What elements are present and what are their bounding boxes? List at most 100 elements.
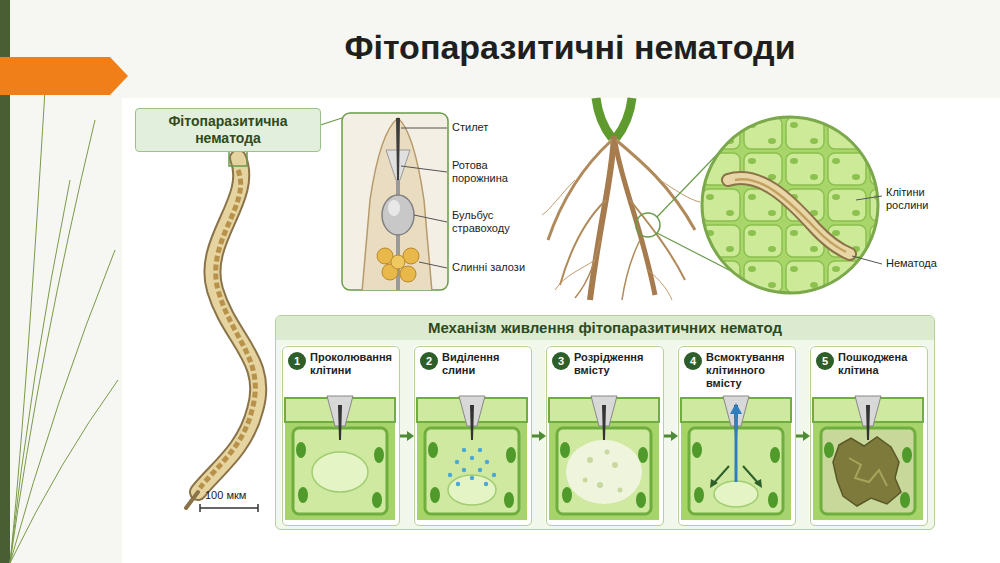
head-inset-part-part: [391, 255, 405, 269]
slide-decoration-part: [122, 98, 1000, 563]
cell-step-1-part: [338, 405, 342, 440]
nematode-body-part: [198, 158, 258, 492]
zoom-circle: [702, 117, 882, 293]
cell-step-2-part: [430, 487, 440, 503]
head-inset-part-part: [362, 118, 432, 290]
mechanism-panel-ground: [275, 315, 935, 530]
scale-bar-part: [200, 507, 258, 509]
scale-bar-part: [257, 504, 259, 512]
cell-step-2-part: [455, 460, 459, 464]
cell-step-5-part: [824, 442, 834, 458]
plant-roots-part: [616, 98, 632, 138]
mechanism-panel: Механізм живлення фітопаразитичних немат…: [275, 315, 935, 530]
scale-bar-part: [199, 504, 201, 512]
cell-step-3-part: [557, 428, 651, 514]
cell-step-5-part: [900, 492, 910, 508]
step-number: 3: [552, 352, 570, 370]
zoom-circle-part: [728, 178, 850, 254]
step-box: 3Розрідження вмісту: [546, 346, 664, 526]
cell-step-5-part: [902, 447, 912, 463]
step-number: 5: [816, 352, 834, 370]
step-box: 5Пошкоджена клітина: [810, 346, 928, 526]
cell-step-4-part: [743, 466, 759, 484]
cell-step-2-part: [492, 473, 496, 477]
cell-step-2: [417, 396, 527, 520]
step-label: Пошкоджена клітина: [838, 351, 924, 377]
head-inset-part: [419, 262, 447, 268]
cell-step-3-part: [636, 492, 646, 508]
tag-text: Фітопаразитична нематода: [144, 113, 312, 147]
step-number: 1: [288, 352, 306, 370]
zoom-label: Нематода: [886, 257, 960, 270]
scale-label: 100 мкм: [205, 489, 275, 502]
cell-step-2-part: [470, 456, 474, 460]
cell-step-3-part: [583, 478, 588, 483]
step-label: Всмоктування клітинного вмісту: [706, 351, 792, 391]
part-label: Слинні залози: [452, 261, 542, 274]
cell-step-2-part: [470, 405, 474, 440]
cell-step-4-part: [754, 479, 762, 488]
cell-step-2-part: [417, 398, 527, 520]
zoom-circle-part: [702, 117, 878, 293]
plant-roots-part: [596, 98, 612, 138]
flow-arrow: [532, 431, 546, 441]
cell-step-5-part: [813, 398, 923, 520]
head-inset: [342, 113, 448, 292]
panel-heading: Механізм живлення фітопаразитичних немат…: [276, 316, 934, 340]
step-box: 2Виділення слини: [414, 346, 532, 526]
cell-step-2-part: [485, 460, 489, 464]
zoom-circle-part: [852, 256, 882, 264]
cell-step-4-part: [694, 487, 704, 503]
cell-step-1-part: [312, 452, 368, 492]
slide-decoration-part: [10, 380, 118, 563]
cell-step-2-part: [462, 448, 466, 452]
head-inset-part: [401, 128, 447, 129]
zoom-circle-part: [702, 117, 878, 293]
flow-arrow: [400, 431, 414, 441]
cell-step-2-part: [448, 473, 452, 477]
part-label: Бульбус стравоходу: [452, 209, 542, 235]
cell-step-2-part: [425, 428, 519, 514]
cell-step-3-part: [602, 405, 606, 440]
plant-roots-part: [648, 270, 672, 300]
cell-step-1-part: [372, 492, 382, 508]
cell-step-3-part: [587, 457, 593, 463]
part-label: Стилет: [452, 121, 542, 134]
mechanism-panel-ground-part: [413, 345, 531, 525]
zoom-circle-part: [856, 196, 882, 200]
cell-step-5-part: [849, 458, 887, 486]
head-inset-part-part: [400, 266, 416, 282]
part-label: Ротова порожнина: [452, 159, 542, 185]
zoom-label: Клітини рослини: [886, 186, 960, 212]
cell-step-2-part: [478, 468, 482, 472]
plant-roots-part: [622, 240, 640, 300]
slide-decoration-part: [10, 90, 45, 563]
mechanism-panel-ground-part: [545, 345, 663, 525]
head-inset-part-part: [396, 118, 400, 180]
cell-step-3-part: [549, 398, 659, 520]
arrow-head: [671, 431, 678, 441]
cell-step-2-part: [478, 448, 482, 452]
cell-step-1-part: [374, 447, 384, 463]
zoom-circle-part-part: [728, 178, 850, 254]
cell-step-4-part: [713, 466, 729, 484]
cell-step-1-part: [298, 487, 308, 503]
nematode-body-part: [186, 492, 198, 508]
slide-decoration-part: [10, 120, 95, 563]
head-inset-part: [362, 118, 432, 290]
cell-step-1: [285, 396, 395, 520]
cell-step-5-part: [833, 437, 901, 506]
flow-arrow: [664, 431, 678, 441]
mechanism-panel-ground-part: [281, 345, 399, 525]
cell-step-4-part: [681, 398, 791, 520]
plant-roots-part: [542, 180, 575, 215]
step-label: Розрідження вмісту: [574, 351, 660, 377]
scale-bar: [200, 504, 258, 512]
arrow-head: [539, 431, 546, 441]
cell-step-3-part: [566, 440, 642, 504]
plant-roots-part: [575, 240, 600, 298]
cell-step-5-part: [866, 405, 870, 440]
cell-step-4-part: [710, 479, 718, 488]
